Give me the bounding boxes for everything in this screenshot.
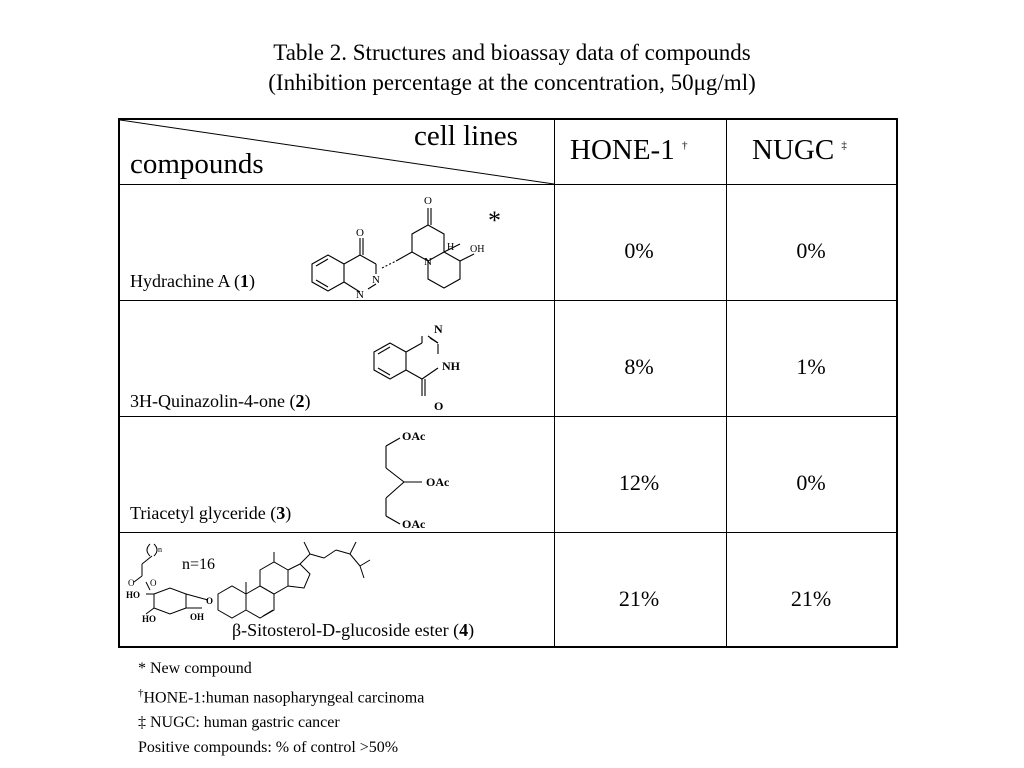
atom-nh: NH — [442, 359, 461, 373]
structure-quinazolinone: N NH O — [373, 322, 461, 413]
header-hone1-mark: † — [681, 139, 688, 152]
table-title: Table 2. Structures and bioassay data of… — [0, 38, 1024, 98]
atom-oh: OH — [470, 244, 484, 255]
atom-oac-mid: OAc — [426, 475, 450, 489]
footnotes: * New compound †HONE-1:human nasopharyng… — [138, 656, 424, 760]
note-new-compound: * New compound — [138, 660, 252, 677]
atom-h: H — [447, 242, 454, 253]
grid-hline-1 — [120, 184, 896, 185]
row2-nugc: 1% — [796, 354, 826, 379]
row1-nugc: 0% — [796, 238, 826, 263]
atom-o-ester-1: O — [128, 578, 135, 588]
atom-n-subscript: n — [158, 545, 162, 554]
structure-triacetyl-glyceride: OAc OAc OAc — [385, 429, 450, 531]
new-compound-asterisk: * — [488, 206, 501, 235]
atom-n-2: N — [434, 322, 443, 336]
header-compounds: compounds — [130, 148, 264, 180]
atom-oac-bottom: OAc — [402, 517, 426, 531]
structure-hydrachine-a: O O N N N H OH — [311, 195, 484, 298]
grid-vline-1 — [554, 120, 555, 646]
grid-vline-2 — [726, 120, 727, 646]
compound-name-2: 3H-Quinazolin-4-one (2) — [130, 391, 311, 411]
atom-o-glycoside: O — [206, 596, 213, 606]
row1-hone1: 0% — [624, 238, 654, 263]
atom-ho-1: HO — [126, 590, 140, 600]
atom-n-bridge: N — [424, 256, 432, 268]
header-nugc-label: NUGC — [752, 134, 835, 166]
note-positive: Positive compounds: % of control >50% — [138, 739, 399, 757]
compound-name-4: β-Sitosterol-D-glucoside ester (4) — [232, 620, 475, 640]
header-diagonal — [120, 120, 554, 185]
bioassay-table: cell lines compounds HONE-1 † NUGC ‡ Hyd… — [118, 118, 898, 648]
atom-o-2: O — [434, 399, 443, 413]
compound-name-1: Hydrachine A (1) — [130, 271, 255, 291]
atom-oh-sugar: OH — [190, 612, 204, 622]
note-nugc-mark: ‡ — [138, 714, 146, 732]
header-hone1-label: HONE-1 — [570, 134, 675, 166]
atom-o-ester-2: O — [150, 578, 157, 588]
structure-sitosterol-glucoside: O O n HO HO OH O — [126, 541, 371, 624]
row4-hone1: 21% — [618, 586, 660, 611]
title-line-2: (Inhibition percentage at the concentrat… — [268, 70, 756, 95]
compound-name-3: Triacetyl glyceride (3) — [130, 503, 292, 523]
row3-nugc: 0% — [796, 470, 826, 495]
n-equals-label: n=16 — [182, 556, 216, 573]
row2-hone1: 8% — [624, 354, 654, 379]
row3-hone1: 12% — [618, 470, 660, 495]
grid-hline-3 — [120, 416, 896, 417]
header-hone1: HONE-1 † — [570, 134, 687, 167]
header-nugc: NUGC ‡ — [752, 134, 847, 167]
atom-o-lactam: O — [356, 227, 364, 239]
atom-o-ketone: O — [424, 195, 432, 207]
grid-hline-4 — [120, 532, 896, 533]
note-nugc: ‡ NUGC: human gastric cancer — [138, 714, 340, 732]
grid-hline-2 — [120, 300, 896, 301]
title-line-1: Table 2. Structures and bioassay data of… — [273, 40, 751, 65]
atom-ho-2: HO — [142, 614, 156, 624]
atom-n-amide: N — [372, 274, 380, 286]
row4-nugc: 21% — [790, 586, 832, 611]
atom-n-ring: N — [356, 289, 364, 298]
header-cell-lines: cell lines — [414, 120, 518, 152]
header-nugc-mark: ‡ — [841, 139, 847, 152]
note-hone1: †HONE-1:human nasopharyngeal carcinoma — [138, 687, 425, 707]
atom-oac-top: OAc — [402, 429, 426, 443]
note-hone1-mark: † — [138, 687, 144, 699]
